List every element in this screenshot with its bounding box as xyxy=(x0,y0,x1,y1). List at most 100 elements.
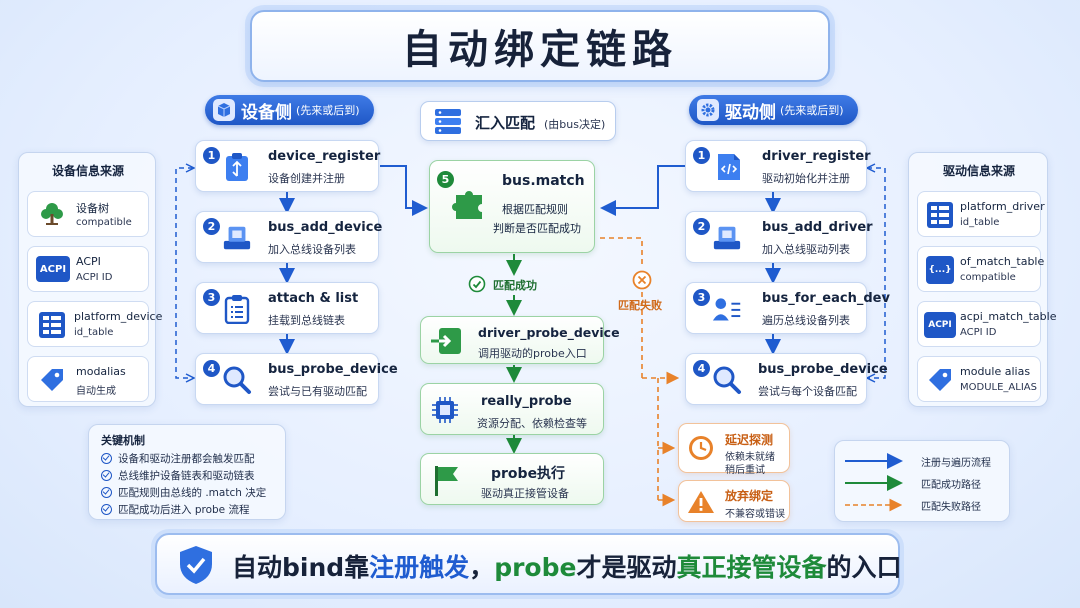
warning-icon xyxy=(687,489,715,519)
probe-step-2-sub: 资源分配、依赖检查等 xyxy=(477,417,587,430)
driver-step-4-title: bus_probe_device xyxy=(758,362,888,377)
clock-icon xyxy=(687,434,715,466)
driver-step-3-title: bus_for_each_dev xyxy=(762,291,890,306)
driver-step-1-sub: 驱动初始化并注册 xyxy=(762,172,850,185)
dashed-dev-loop xyxy=(175,167,193,379)
device-chip-icon xyxy=(712,223,742,253)
mechanism-item: 设备和驱动注册都会触发匹配 xyxy=(101,451,255,466)
device-source-dt-line1: 设备树 xyxy=(76,202,109,215)
probe-step-2: really_probe 资源分配、依赖检查等 xyxy=(420,383,604,435)
driver-step-3: 3 bus_for_each_dev 遍历总线设备列表 xyxy=(685,282,890,334)
cpu-icon xyxy=(431,396,459,428)
success-label: 匹配成功 xyxy=(493,279,537,292)
center-header-note: (由bus决定) xyxy=(544,118,606,131)
device-source-platform-line2: id_table xyxy=(74,327,114,338)
server-icon xyxy=(433,108,463,140)
probe-step-1: driver_probe_device 调用驱动的probe入口 xyxy=(420,316,620,364)
tree-icon xyxy=(38,200,66,232)
check-circle-icon xyxy=(101,470,112,481)
device-side-note: (先来或后到) xyxy=(296,104,360,117)
step-number: 4 xyxy=(693,360,710,377)
fail-outcome-abandon-title: 放弃绑定 xyxy=(725,489,774,503)
summary-part: 才是驱动 xyxy=(576,553,677,582)
probe-step-1-title: driver_probe_device xyxy=(478,325,620,340)
device-step-3: 3 attach & list 挂载到总线链表 xyxy=(195,282,379,334)
center-header: 汇入匹配 (由bus决定) xyxy=(420,101,616,141)
legend-panel: 注册与遍历流程 匹配成功路径 匹配失败路径 xyxy=(834,440,1010,522)
cube-icon xyxy=(213,99,235,121)
step-number: 1 xyxy=(693,147,710,164)
driver-step-3-sub: 遍历总线设备列表 xyxy=(762,314,850,327)
driver-side-note: (先来或后到) xyxy=(780,104,844,117)
driver-step-1-title: driver_register xyxy=(762,149,871,164)
driver-side-label: 驱动侧 xyxy=(725,102,776,123)
driver-source-platform-line1: platform_driver xyxy=(960,200,1045,213)
driver-source-alias-line2: MODULE_ALIAS xyxy=(960,382,1037,393)
driver-source-of: {...} of_match_table compatible xyxy=(917,246,1044,292)
summary-highlight-trigger: 注册触发 xyxy=(369,553,470,582)
device-step-4-sub: 尝试与已有驱动匹配 xyxy=(268,385,367,398)
driver-source-alias: module alias MODULE_ALIAS xyxy=(917,356,1041,402)
probe-step-1-sub: 调用驱动的probe入口 xyxy=(478,347,587,360)
step-number: 5 xyxy=(437,171,454,188)
driver-step-4-sub: 尝试与每个设备匹配 xyxy=(758,385,857,398)
tag-icon xyxy=(38,366,66,398)
puzzle-icon xyxy=(450,183,490,227)
probe-step-3: probe执行 驱动真正接管设备 xyxy=(420,453,604,505)
legend-label-fail: 匹配失败路径 xyxy=(921,502,981,513)
step-number: 2 xyxy=(203,218,220,235)
device-source-platform-line1: platform_device xyxy=(74,310,163,323)
mechanism-title: 关键机制 xyxy=(101,434,145,447)
summary-part: 自动bind靠 xyxy=(232,553,370,582)
match-line2: 判断是否匹配成功 xyxy=(493,222,581,235)
fail-outcome-defer-title: 延迟探测 xyxy=(725,433,774,447)
driver-side-header: 驱动侧 (先来或后到) xyxy=(689,95,858,125)
device-source-acpi: ACPI ACPI ACPI ID xyxy=(27,246,149,292)
driver-source-acpi-line2: ACPI ID xyxy=(960,327,997,338)
probe-step-3-title: probe执行 xyxy=(491,466,566,482)
device-step-4-title: bus_probe_device xyxy=(268,362,398,377)
magnifier-icon xyxy=(222,365,252,395)
driver-sources-title: 驱动信息来源 xyxy=(942,164,1015,178)
dashed-drv-loop xyxy=(867,167,886,379)
device-source-dt: 设备树 compatible xyxy=(27,191,149,237)
summary-text: 自动bind靠注册触发，probe才是驱动真正接管设备的入口 xyxy=(232,548,902,584)
mechanism-item: 匹配规则由总线的 .match 决定 xyxy=(101,485,266,500)
arrow-drv-to-match xyxy=(600,165,685,216)
match-card: 5 bus.match 根据匹配规则 判断是否匹配成功 xyxy=(429,160,595,253)
device-step-3-sub: 挂载到总线链表 xyxy=(268,314,345,327)
user-list-icon xyxy=(712,294,742,324)
driver-source-acpi-line1: acpi_match_table xyxy=(960,310,1057,323)
probe-step-2-title: really_probe xyxy=(481,394,572,409)
check-circle-icon xyxy=(101,487,112,498)
driver-source-acpi: ACPI acpi_match_table ACPI ID xyxy=(917,301,1056,347)
device-step-1: 1 device_register 设备创建并注册 xyxy=(195,140,380,192)
success-check-icon xyxy=(468,275,486,297)
fail-outcome-defer-line1: 依赖未就绪 xyxy=(725,452,775,463)
driver-source-of-line2: compatible xyxy=(960,272,1016,283)
device-side-label: 设备侧 xyxy=(241,102,292,123)
device-step-1-sub: 设备创建并注册 xyxy=(268,172,345,185)
tag-icon xyxy=(926,366,954,398)
driver-step-1: 1 driver_register 驱动初始化并注册 xyxy=(685,140,871,192)
step-number: 2 xyxy=(693,218,710,235)
device-source-modalias: modalias 自动生成 xyxy=(27,356,149,402)
mechanism-panel: 关键机制 设备和驱动注册都会触发匹配 总线维护设备链表和驱动链表 匹配规则由总线… xyxy=(88,424,286,520)
match-line1: 根据匹配规则 xyxy=(502,203,568,216)
arrow-dev-to-match xyxy=(380,165,428,216)
code-file-icon xyxy=(714,152,744,182)
fail-outcome-defer: 延迟探测 依赖未就绪 稍后重试 xyxy=(678,423,790,476)
magnifier-icon xyxy=(712,365,742,395)
grid-icon xyxy=(926,201,954,233)
fail-label: 匹配失败 xyxy=(618,299,662,312)
device-source-modalias-line1: modalias xyxy=(76,365,126,378)
device-step-4: 4 bus_probe_device 尝试与已有驱动匹配 xyxy=(195,353,398,405)
probe-step-3-sub: 驱动真正接管设备 xyxy=(481,487,569,500)
device-source-modalias-line2: 自动生成 xyxy=(76,386,116,397)
device-sources-panel: 设备信息来源 设备树 compatible ACPI ACPI ACPI ID … xyxy=(18,152,162,407)
check-circle-icon xyxy=(101,453,112,464)
fail-outcome-abandon-line1: 不兼容或错误 xyxy=(725,509,785,520)
driver-sources-panel: 驱动信息来源 platform_driver id_table {...} of… xyxy=(908,152,1056,407)
driver-step-2-sub: 加入总线驱动列表 xyxy=(762,243,850,256)
